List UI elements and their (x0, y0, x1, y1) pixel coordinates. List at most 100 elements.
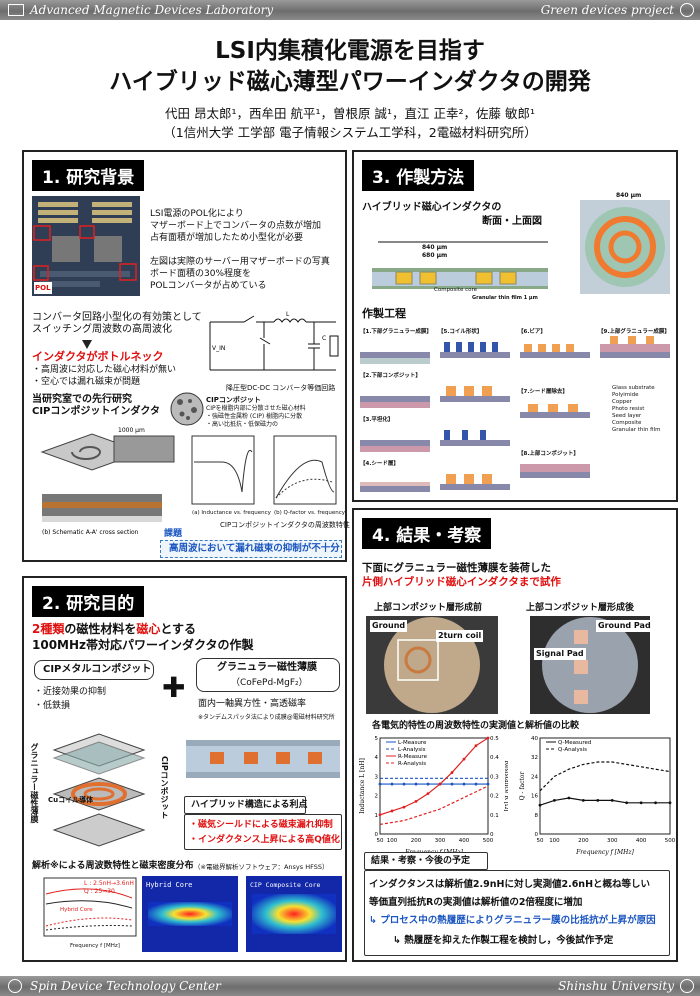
legend-item: Composite (612, 420, 642, 426)
result-3: ↳ プロセス中の熱履歴によりグラニュラー膜の比抵抗が上昇が原因 (369, 915, 656, 926)
x-tick-label: 50 (537, 838, 544, 844)
data-point (390, 782, 394, 786)
x-tick-label: 300 (435, 838, 446, 844)
y2-tick-label: 0.3 (490, 774, 499, 780)
data-point (390, 809, 394, 813)
sim-x-label: Frequency f [MHz] (70, 943, 120, 949)
hybrid-advantages-box: ・磁気シールドによる磁束漏れ抑制 ・インダクタンス上昇による高Q値化 (184, 814, 342, 850)
data-point (486, 736, 490, 740)
result-4: ↳ 熱履歴を抑えた作製工程を検討し，今後試作予定 (393, 935, 614, 946)
data-point (462, 757, 466, 761)
section-objective: 2. 研究目的 2種類の磁性材料を磁心とする 100MHz帯対応パワーインダクタ… (22, 576, 347, 962)
y-tick-label: 24 (531, 774, 538, 780)
data-point (426, 782, 430, 786)
dim-840-top: 840 μm (616, 192, 642, 199)
y-tick-label: 4 (375, 755, 379, 761)
hybrid-adv-1: ・磁気シールドによる磁束漏れ抑制 (189, 820, 333, 830)
project-name: Green devices project (540, 3, 674, 17)
legend-item: Granular thin film (612, 427, 661, 433)
x-tick-label: 400 (636, 838, 647, 844)
plot-area (539, 737, 671, 835)
step-9: 【9.上部グラニュラー成膜】 (598, 329, 670, 335)
sim-legend-1: L : 2.5nH→3.6nH (84, 880, 134, 887)
legend-item: Seed layer (612, 413, 642, 419)
x-tick-label: 200 (411, 838, 422, 844)
y-tick-label: 0 (375, 832, 379, 838)
background-text-2: マザーボード上でコンバータの点数が増加 (150, 221, 322, 231)
section-heading: 3. 作製方法 (362, 160, 475, 191)
legend-label: R-Measure (398, 754, 428, 760)
dim-840-left: 840 μm (422, 244, 448, 251)
dim-680-left: 680 μm (422, 252, 448, 259)
cip-micrograph (170, 392, 204, 426)
background-text-4: 左図は実際のサーバー用マザーボードの写真 (150, 257, 330, 267)
svg-text:(b) Schematic A-A' cross secti: (b) Schematic A-A' cross section (42, 529, 139, 536)
legend-item: Photo resist (612, 406, 645, 412)
x-tick-label: 200 (578, 838, 589, 844)
photo-before-label: 上部コンポジット層形成前 (374, 603, 483, 613)
coil-label: 2turn coil (436, 630, 484, 642)
section-results: 4. 結果・考察 下面にグラニュラー磁性薄膜を装荷した 片側ハイブリッド磁心イン… (352, 508, 678, 962)
cip-benefit-2: ・低鉄損 (34, 701, 71, 711)
signal-pad-label: Signal Pad (534, 648, 586, 660)
y-axis-label: Inductance L [nH] (359, 758, 366, 814)
result-4-text: 熱履歴を抑えた作製工程を検討し，今後試作予定 (404, 935, 614, 946)
x-tick-label: 500 (665, 838, 676, 844)
result-intro-2: 片側ハイブリッド磁心インダクタまで試作 (362, 576, 561, 588)
title-line-2: ハイブリッド磁心薄型パワーインダクタの開発 (109, 69, 591, 95)
x-tick-label: 100 (549, 838, 560, 844)
section-background: 1. 研究背景 POL LSI電源のPOL化により マザーボード上でコンバータの… (22, 150, 350, 562)
y2-tick-label: 0.1 (490, 813, 499, 819)
cip-benefit-1: ・近接効果の抑制 (34, 687, 107, 697)
data-point (378, 782, 382, 786)
hybrid-cross-section (186, 740, 340, 778)
university-logo-icon (680, 979, 694, 993)
sim-legend-2: Q : 25→30 (84, 888, 115, 895)
step-7: 【7.シード層除去】 (518, 389, 568, 395)
y2-tick-label: 0.2 (490, 794, 499, 800)
granular-film-label: Granular thin film 1 μm (472, 295, 538, 301)
result-summary-box: インダクタンスは解析値2.9nHに対し実測値2.6nHと概ね等しい 等価直列抵抗… (364, 870, 670, 956)
footer-bar: Spin Device Technology Center Shinshu Un… (0, 976, 700, 996)
y-tick-label: 2 (375, 794, 379, 800)
data-point (553, 799, 556, 802)
composite-label: Composite core (434, 287, 478, 293)
cip-heading: CIPコンポジット (206, 396, 261, 404)
flux-density-maps (142, 876, 342, 952)
cip-desc-3: ・高い比抵抗・低保磁力の (206, 421, 279, 428)
legend-label: Q-Analysis (558, 747, 587, 753)
granular-side-label: グラニュラー磁性薄膜 (30, 743, 39, 823)
series-line (379, 785, 489, 825)
converter-text-1: コンバータ回路小型化の有効策として (32, 312, 202, 323)
compare-title: 各電気的特性の周波数特性の実測値と解析値の比較 (372, 721, 580, 731)
step-8: 【8.上部コンポジット】 (518, 451, 579, 457)
poster-title: LSI内集積化電源を目指す ハイブリッド磁心薄型パワーインダクタの開発 (0, 36, 700, 98)
affiliations: （1信州大学 工学部 電子情報システム工学科，2電磁材料研究所） (163, 125, 537, 140)
inductance-resistance-chart: 501002003004005000010.120.230.340.450.5F… (359, 736, 508, 856)
x-tick-label: 500 (483, 838, 494, 844)
step-1: 【1.下部グラニュラー成膜】 (360, 329, 432, 335)
aim-two-kinds: 2種類 (32, 622, 65, 636)
section-fabrication: 3. 作製方法 ハイブリッド磁心インダクタの 断面・上面図 840 μm 680… (352, 150, 678, 502)
data-point (414, 799, 418, 803)
hybrid-adv-2: ・インダクタンス上昇による高Q値化 (189, 835, 340, 845)
result-2: 等価直列抵抗Rの実測値は解析値の2倍程度に増加 (369, 897, 583, 908)
lab-name: Advanced Magnetic Devices Laboratory (30, 3, 274, 17)
data-point (462, 782, 466, 786)
data-point (625, 801, 629, 805)
cip-desc-2: ・強磁性金属粉 (CIP) 樹脂内に分散 (206, 413, 303, 420)
svg-text:L: L (286, 311, 290, 318)
aim-text-b: とする (160, 622, 197, 636)
step-4: 【4.シード層】 (360, 461, 399, 467)
prior-research-1: 当研究室での先行研究 (32, 394, 132, 405)
granular-label: グラニュラー磁性薄膜 (217, 662, 317, 673)
series-line (539, 761, 671, 792)
y-tick-label: 5 (375, 736, 379, 742)
hybrid-exploded-view (52, 733, 146, 847)
fab-subtitle-2: 断面・上面図 (482, 216, 542, 227)
task-box: 高周波において漏れ磁束の抑制が不十分 (160, 540, 342, 558)
simulation-title: 解析※による周波数特性と磁束密度分布 (32, 861, 194, 871)
y-tick-label: 0 (535, 832, 539, 838)
motherboard-photo (32, 196, 140, 296)
ground-pad-label: Ground Pad (596, 620, 653, 632)
